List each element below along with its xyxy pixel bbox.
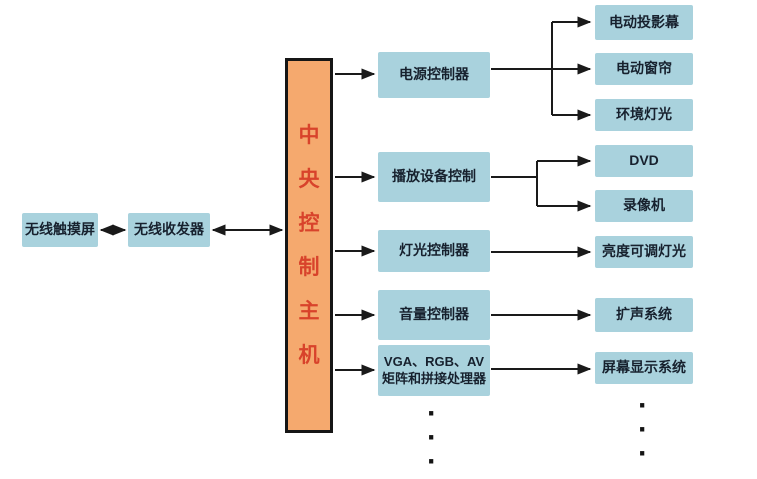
node-motor-curtain: 电动窗帘 bbox=[595, 53, 693, 85]
node-central-control-host: 中 央 控 制 主 机 bbox=[285, 58, 333, 433]
node-power-controller: 电源控制器 bbox=[378, 52, 490, 98]
dot: · bbox=[638, 389, 648, 422]
branch-power-trunk bbox=[491, 22, 553, 115]
node-motor-projection-screen: 电动投影幕 bbox=[595, 5, 693, 40]
branch-playback-trunk bbox=[491, 161, 538, 206]
node-pa-system: 扩声系统 bbox=[595, 298, 693, 332]
node-video-recorder: 录像机 bbox=[595, 190, 693, 222]
dot: · bbox=[638, 437, 648, 470]
central-char: 中 bbox=[298, 124, 320, 147]
node-av-matrix-processor: VGA、RGB、AV矩阵和拼接处理器 bbox=[378, 345, 490, 396]
central-char: 控 bbox=[298, 212, 320, 235]
node-dvd: DVD bbox=[595, 145, 693, 177]
node-playback-device-control: 播放设备控制 bbox=[378, 152, 490, 202]
dot: · bbox=[638, 413, 648, 446]
node-screen-display-system: 屏幕显示系统 bbox=[595, 352, 693, 384]
central-char: 制 bbox=[298, 256, 320, 279]
node-ambient-light: 环境灯光 bbox=[595, 99, 693, 131]
node-light-controller: 灯光控制器 bbox=[378, 230, 490, 272]
node-wireless-transceiver: 无线收发器 bbox=[128, 213, 210, 247]
dot: · bbox=[427, 421, 437, 454]
node-volume-controller: 音量控制器 bbox=[378, 290, 490, 340]
dot: · bbox=[427, 397, 437, 430]
central-char: 央 bbox=[298, 168, 320, 191]
node-wireless-touchscreen: 无线触摸屏 bbox=[22, 213, 98, 247]
central-char: 机 bbox=[298, 344, 320, 367]
ellipsis-dots-right: · · · bbox=[633, 389, 653, 470]
ellipsis-dots-left: · · · bbox=[422, 397, 442, 478]
node-dimmable-light: 亮度可调灯光 bbox=[595, 236, 693, 268]
central-char: 主 bbox=[298, 300, 320, 323]
dot: · bbox=[427, 445, 437, 478]
